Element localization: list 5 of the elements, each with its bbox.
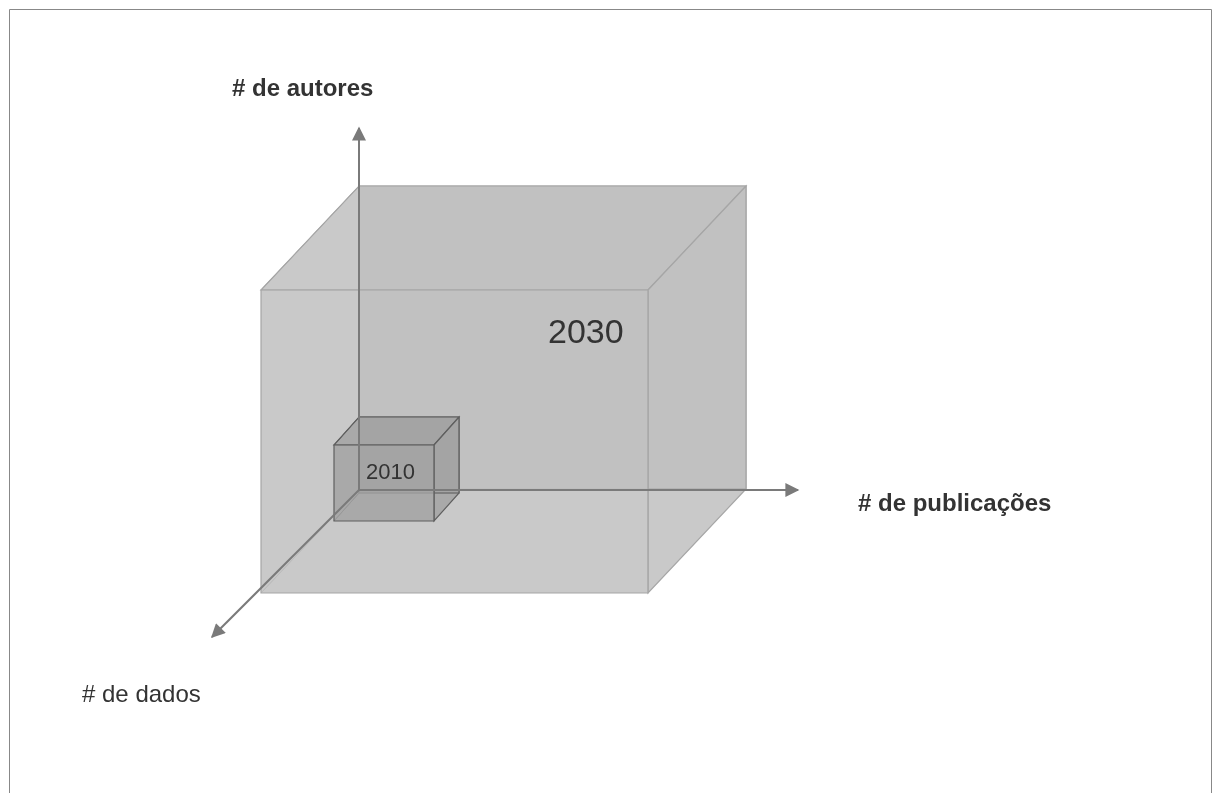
- axis-label: # de autores: [232, 76, 374, 100]
- year-label: 2010: [366, 461, 415, 483]
- axis-label: # de publicações: [858, 491, 1052, 515]
- axis-label: # de dados: [82, 682, 201, 706]
- year-label: 2030: [548, 314, 624, 348]
